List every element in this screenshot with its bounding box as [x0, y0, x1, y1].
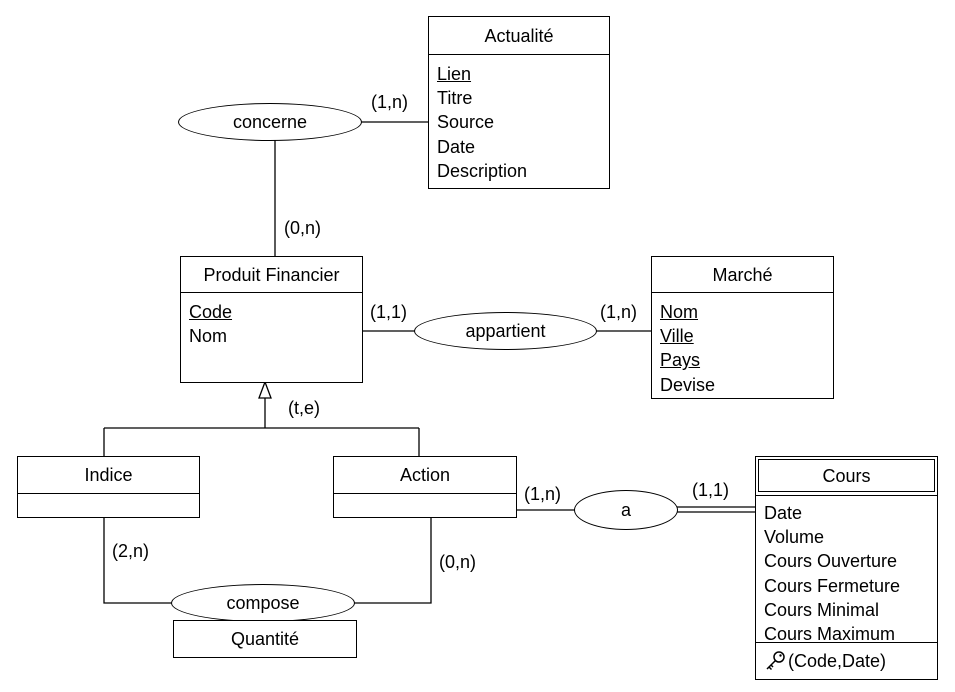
card-compose-action: (0,n): [439, 552, 477, 572]
entity-title: Action: [334, 457, 516, 494]
entity-title: Produit Financier: [181, 257, 362, 293]
attr-source: Source: [437, 112, 495, 133]
composite-key: (Code,Date): [756, 643, 937, 679]
entity-title: Indice: [18, 457, 199, 494]
link-action-compose: [354, 517, 432, 604]
attr-cours-ouverture: Cours Ouverture: [764, 551, 898, 572]
entity-title: Marché: [652, 257, 833, 293]
attr-volume: Volume: [764, 527, 825, 548]
key-text: (Code,Date): [788, 650, 887, 671]
key-icon: [766, 651, 785, 671]
card-compose-indice: (2,n): [112, 541, 150, 561]
attr-devise: Devise: [660, 374, 716, 395]
entity-attributes: Code Nom: [181, 293, 362, 348]
cours-title: Cours: [758, 459, 935, 492]
card-appartient-produit: (1,1): [370, 302, 408, 322]
relation-concerne[interactable]: concerne: [178, 103, 362, 141]
inheritance-connector: [103, 380, 420, 457]
key-section: (Code,Date): [756, 642, 937, 680]
relation-a[interactable]: a: [574, 490, 678, 530]
link-indice-compose: [103, 517, 172, 604]
attr-cours-maximum: Cours Maximum: [764, 624, 896, 645]
card-a-action: (1,n): [524, 484, 562, 504]
card-a-cours: (1,1): [692, 480, 730, 500]
attr-nom: Nom: [660, 302, 699, 322]
card-concerne-produit: (0,n): [284, 218, 322, 238]
attr-titre: Titre: [437, 88, 473, 109]
relation-compose[interactable]: compose: [171, 584, 355, 622]
attr-description: Description: [437, 160, 528, 181]
entity-marche[interactable]: Marché Nom Ville Pays Devise: [651, 256, 834, 399]
attr-ville: Ville: [660, 326, 694, 347]
attr-date: Date: [437, 136, 476, 157]
entity-indice[interactable]: Indice: [17, 456, 200, 518]
attr-nom: Nom: [189, 326, 228, 347]
relation-attribute-quantite: Quantité: [173, 620, 357, 658]
entity-cours[interactable]: Cours Date Volume Cours Ouverture Cours …: [755, 456, 938, 680]
entity-actualite[interactable]: Actualité Lien Titre Source Date Descrip…: [428, 16, 610, 189]
attr-cours-fermeture: Cours Fermeture: [764, 575, 901, 596]
attr-lien: Lien: [437, 64, 472, 84]
entity-attributes: Date Volume Cours Ouverture Cours Fermet…: [756, 496, 937, 644]
entity-attributes: Lien Titre Source Date Description: [429, 55, 609, 183]
entity-produit-financier[interactable]: Produit Financier Code Nom: [180, 256, 363, 383]
entity-attributes: Nom Ville Pays Devise: [652, 293, 833, 397]
attr-date: Date: [764, 503, 803, 523]
attr-pays: Pays: [660, 350, 701, 371]
inheritance-constraint: (t,e): [288, 398, 321, 418]
entity-action[interactable]: Action: [333, 456, 517, 518]
entity-title: Cours: [756, 457, 937, 496]
entity-title: Actualité: [429, 17, 609, 55]
attr-cours-minimal: Cours Minimal: [764, 599, 880, 620]
card-concerne-actualite: (1,n): [371, 92, 409, 112]
relation-appartient[interactable]: appartient: [414, 312, 597, 350]
card-appartient-marche: (1,n): [600, 302, 638, 322]
attr-code: Code: [189, 302, 233, 322]
